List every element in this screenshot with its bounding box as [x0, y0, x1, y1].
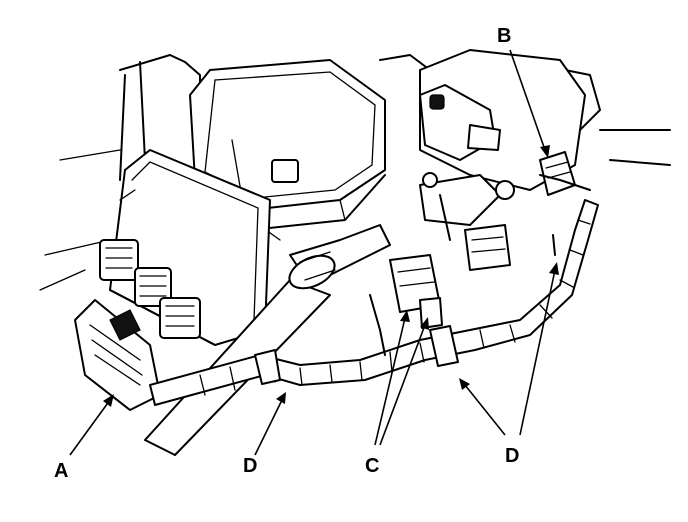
label-c: C	[365, 455, 379, 477]
callout-c-leaders	[374, 310, 429, 446]
connector-a	[74, 299, 161, 411]
label-a: A	[54, 460, 68, 482]
label-b: B	[497, 25, 511, 47]
wire-harness	[149, 174, 599, 406]
callout-d-right-leaders	[459, 262, 559, 436]
callout-b-leader	[509, 49, 550, 158]
throttle-body	[419, 49, 586, 241]
sensor-connectors	[389, 224, 511, 329]
label-d-left: D	[243, 455, 257, 477]
label-d-right: D	[505, 445, 519, 467]
callout-a-leader	[69, 394, 114, 456]
callout-d-left-leader	[254, 392, 286, 456]
